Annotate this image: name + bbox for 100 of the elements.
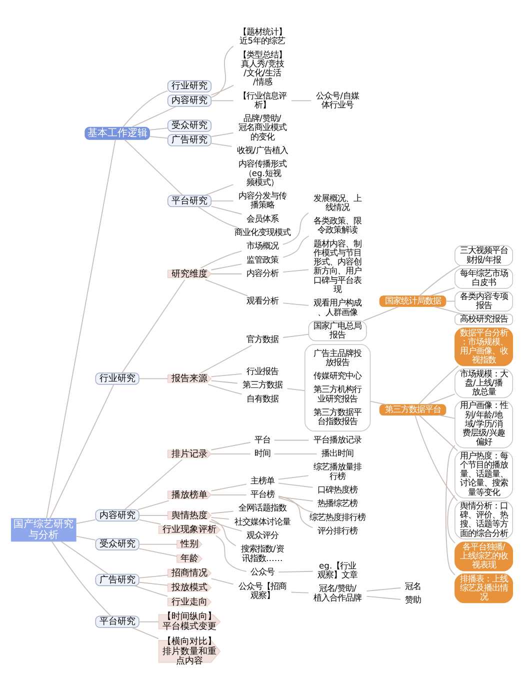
node-text: 公众号/自媒体行业号: [316, 90, 359, 110]
connector: [278, 570, 314, 573]
connector: [282, 302, 310, 306]
connector: [204, 279, 248, 296]
node-text: 官方数据: [246, 334, 278, 344]
node-box: 国产综艺研究与分析: [10, 518, 76, 542]
connector: [51, 541, 112, 616]
node-box: 广告研究: [95, 574, 140, 586]
connector: [210, 453, 251, 454]
connector: [366, 587, 402, 592]
node-text: 热播综艺榜: [318, 498, 358, 508]
connector: [210, 273, 242, 274]
node-text: 播出时间: [322, 448, 354, 458]
node-text: 品牌/赞助/冠名商业模式的变化: [238, 113, 286, 142]
node-box: 行业研究: [95, 372, 140, 385]
node-box: 各平台独播/上线综艺的收视表现: [454, 542, 514, 572]
connector: [210, 510, 234, 514]
connector: [138, 544, 178, 545]
node-text: 主榜单: [250, 475, 274, 486]
connector: [210, 206, 242, 215]
node-text: 内容分发与传播策略: [238, 190, 286, 210]
node-box: 国家广电总局报告: [308, 320, 367, 342]
node-box: 基本工作逻辑: [84, 126, 150, 140]
connector: [370, 400, 387, 405]
connector: [278, 497, 313, 513]
node-label: 【时间纵向】: [162, 612, 216, 622]
node-text: 【类型总结】真人秀/竞技/文化/生活/情感: [238, 49, 286, 87]
connector: [131, 627, 159, 640]
connector: [210, 578, 234, 585]
node-text: 广告主品牌投放报告: [314, 348, 362, 367]
connector: [200, 250, 242, 269]
connector: [366, 596, 402, 600]
node-box: 内容研究: [167, 94, 212, 107]
node-text: 冠名: [404, 580, 421, 591]
connector: [46, 139, 116, 519]
connector: [49, 384, 114, 519]
node-box: 平台研究: [167, 194, 212, 208]
node-text: 第三方机构行业研究报告: [314, 384, 362, 404]
connector: [290, 100, 312, 102]
connector: [210, 519, 236, 546]
connector: [122, 90, 168, 128]
node-text: 综艺热度排行榜: [310, 512, 366, 522]
connector: [198, 206, 238, 228]
connector: [362, 306, 400, 322]
node-box: 三大视频平台财报/年报: [454, 245, 514, 266]
connector: [122, 279, 186, 374]
connector: [210, 142, 232, 147]
connector: [210, 484, 247, 492]
connector: [124, 459, 183, 510]
node-box: 广告研究: [167, 134, 212, 146]
connector: [138, 582, 168, 586]
node-text: 收视/广告植入: [236, 144, 288, 155]
connector: [414, 414, 458, 502]
connector: [419, 414, 458, 452]
connector: [210, 494, 247, 496]
connector: [138, 574, 168, 578]
connector: [210, 517, 230, 520]
node-text: 题材内容、制作模式与节目形式、内容创新方向、用户口碑与平台表现: [314, 238, 362, 294]
connector: [76, 536, 96, 541]
node-text: 平台播放记录: [314, 434, 362, 444]
node-text: eg.【行业观察】文章: [318, 560, 358, 580]
node-box: 受众研究: [167, 120, 212, 132]
node-text: 各类政策、限令政策解读: [314, 216, 362, 235]
connector: [134, 585, 168, 597]
node-box: 市场规模：大盘/上线/播放总量: [454, 368, 514, 398]
connector: [427, 394, 456, 405]
node-box: 高校研究报告: [454, 314, 514, 326]
connector: [138, 514, 168, 516]
node-text: 监管政策: [246, 254, 278, 264]
connector: [418, 265, 461, 296]
node-text: 公众号: [250, 566, 274, 577]
node-text: 平台: [254, 434, 270, 444]
connector: [138, 548, 178, 557]
connector: [138, 378, 168, 380]
connector: [278, 496, 314, 528]
node-text: 赞助: [404, 594, 421, 605]
connector: [60, 541, 109, 575]
connector: [274, 440, 310, 441]
node-box: 用户画像：性别/年龄/地域/学历/消费层级/兴趣偏好: [454, 400, 514, 448]
connector: [418, 365, 459, 405]
node-box: 内容研究: [95, 509, 140, 522]
connector: [445, 444, 456, 576]
connector: [124, 139, 184, 196]
node-text: 综艺播放量排行榜: [314, 462, 362, 481]
node-text: 评分排行榜: [318, 526, 358, 536]
connector: [149, 128, 168, 130]
node-box: 用户热度：每个节目的播放量、话题量、讨论量、搜索量等变化: [454, 450, 514, 498]
connector: [282, 334, 310, 338]
connector: [138, 621, 159, 622]
node-text: 口碑热度榜: [318, 484, 358, 494]
connector: [210, 264, 242, 270]
connector: [447, 495, 456, 544]
connector: [149, 136, 168, 139]
node-text: 【行业信息评析】: [238, 90, 286, 110]
node-text: 市场概况: [246, 240, 278, 251]
node-text: 内容传播形式（eg.短视频模式）: [238, 158, 286, 187]
node-text: 冠名/赞助/植入合作品牌: [314, 583, 362, 602]
node-box: 各类内容专项报告: [454, 290, 514, 312]
connector: [210, 442, 251, 450]
connector: [210, 46, 234, 98]
